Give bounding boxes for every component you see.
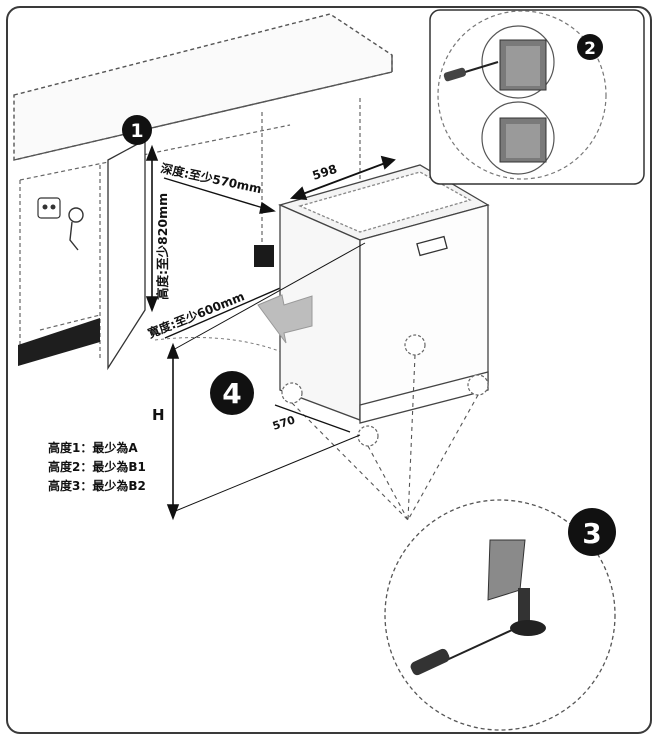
depth-dimension-label: 深度:至少570mm [159,160,263,196]
power-socket-icon [37,197,61,219]
dishwasher [278,164,490,424]
step-1-marker: 1 [122,115,152,145]
diagram-frame [6,6,652,734]
niche-height-symbol: H [152,406,165,424]
appliance-width-arrow [289,155,396,200]
depth-mark-line [274,404,351,433]
height-arrow [145,144,159,313]
appliance-depth-label: 570 [271,413,297,433]
niche-height-arrow [166,242,366,521]
countertop [13,13,393,161]
water-tap-icon [68,207,84,251]
insert-direction-arrow [257,294,313,344]
step-4-label: 4 [222,377,241,410]
cabinet-door [107,138,146,371]
step-3-label: 3 [582,517,601,550]
adjustable-feet [281,334,489,447]
detail-2-panel: 2 [429,9,645,185]
height-note-1: 高度1：最少為A [48,440,138,455]
height-note-2: 高度2：最少為B1 [48,459,146,474]
step-1-label: 1 [130,120,143,142]
depth-arrow [163,177,276,214]
step-4-marker: 4 [210,371,254,415]
screwdriver-icon-2 [410,629,513,676]
height-note-3: 高度3：最少為B2 [48,478,146,493]
appliance-width-label: 598 [311,162,339,183]
inner-post [254,245,274,267]
detail-3-panel: 3 [384,499,616,731]
height-dimension-label: 高度:至少820mm [155,193,170,300]
detail-3-leader-lines [291,354,479,521]
step-2-label: 2 [584,39,596,59]
screwdriver-icon [443,61,499,82]
plinth-strip [18,318,100,366]
